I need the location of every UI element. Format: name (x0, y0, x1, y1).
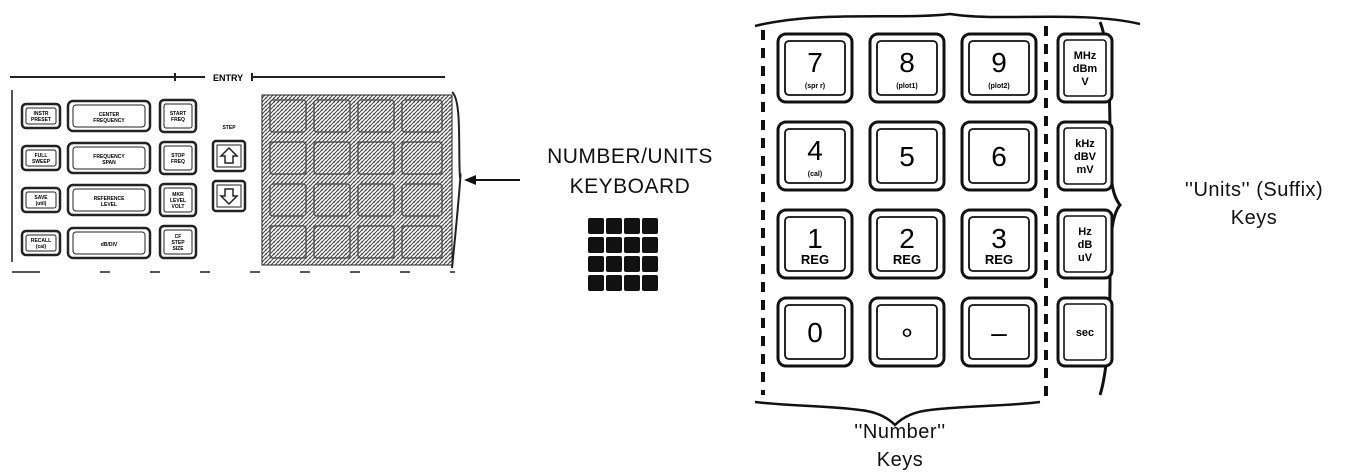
number-key-sublabel: (plot2) (988, 83, 1009, 90)
number-key-label: ∘ (898, 317, 916, 348)
step-down-key (211, 179, 247, 213)
panel-left-button-label: RECALL(cal) (31, 238, 51, 250)
unit-key[interactable]: sec (1056, 296, 1114, 368)
number-key-sublabel: REG (893, 252, 921, 267)
number-key[interactable]: 9 (plot2) (960, 32, 1038, 104)
up-arrow-icon (219, 146, 239, 164)
number-key[interactable]: ∘ (868, 296, 946, 368)
number-key-label: 5 (899, 141, 915, 172)
number-keys-brace (754, 400, 1041, 427)
block-brace (451, 91, 462, 269)
number-key[interactable]: 8 (plot1) (868, 32, 946, 104)
down-arrow-icon (219, 188, 239, 206)
step-label: STEP (222, 125, 236, 131)
shaded-keypad-block (261, 94, 453, 266)
units-keys-label: ''Units'' (Suffix) Keys (1150, 176, 1358, 232)
number-key[interactable]: 6 (960, 120, 1038, 192)
number-key-sublabel: (plot1) (896, 83, 917, 90)
number-key[interactable]: 0 (776, 296, 854, 368)
unit-key-label: sec (1076, 327, 1094, 339)
callout-line-2: KEYBOARD (569, 175, 691, 198)
units-label-line-1: ''Units'' (Suffix) (1184, 179, 1324, 201)
number-key-sublabel: (cal) (808, 171, 822, 178)
panel-function-button-label: dB/DIV (101, 242, 118, 248)
panel-left-button-label: SAVE(util) (34, 195, 48, 207)
keypad-grid-icon (588, 218, 658, 291)
step-up-key (211, 139, 247, 173)
number-keys-label: ''Number'' Keys (800, 418, 1000, 474)
number-key-label: 2 (899, 223, 915, 254)
top-brace (754, 12, 1141, 28)
number-key-sublabel: REG (801, 252, 829, 267)
number-key-label: 7 (807, 47, 823, 78)
number-key[interactable]: 4 (cal) (776, 120, 854, 192)
number-key[interactable]: – (960, 296, 1038, 368)
number-key-sublabel: REG (985, 252, 1013, 267)
callout-line-1: NUMBER/UNITS (547, 145, 713, 168)
keyboard-callout: NUMBER/UNITS KEYBOARD (520, 142, 740, 202)
number-key[interactable]: 7 (spr r) (776, 32, 854, 104)
units-label-line-2: Keys (1230, 207, 1278, 229)
number-label-line-2: Keys (876, 449, 924, 471)
number-label-line-1: ''Number'' (854, 421, 946, 443)
number-key-sublabel: (spr r) (805, 83, 825, 90)
pointer-arrow (464, 175, 520, 185)
number-key-label: 6 (991, 141, 1007, 172)
number-key-label: 3 (991, 223, 1007, 254)
entry-label: ENTRY (213, 73, 243, 83)
number-key-label: 4 (807, 135, 823, 166)
number-key-label: 9 (991, 47, 1007, 78)
number-key[interactable]: 5 (868, 120, 946, 192)
number-key-label: – (991, 317, 1007, 348)
number-key-label: 0 (807, 317, 823, 348)
number-key-label: 1 (807, 223, 823, 254)
number-key-label: 8 (899, 47, 915, 78)
